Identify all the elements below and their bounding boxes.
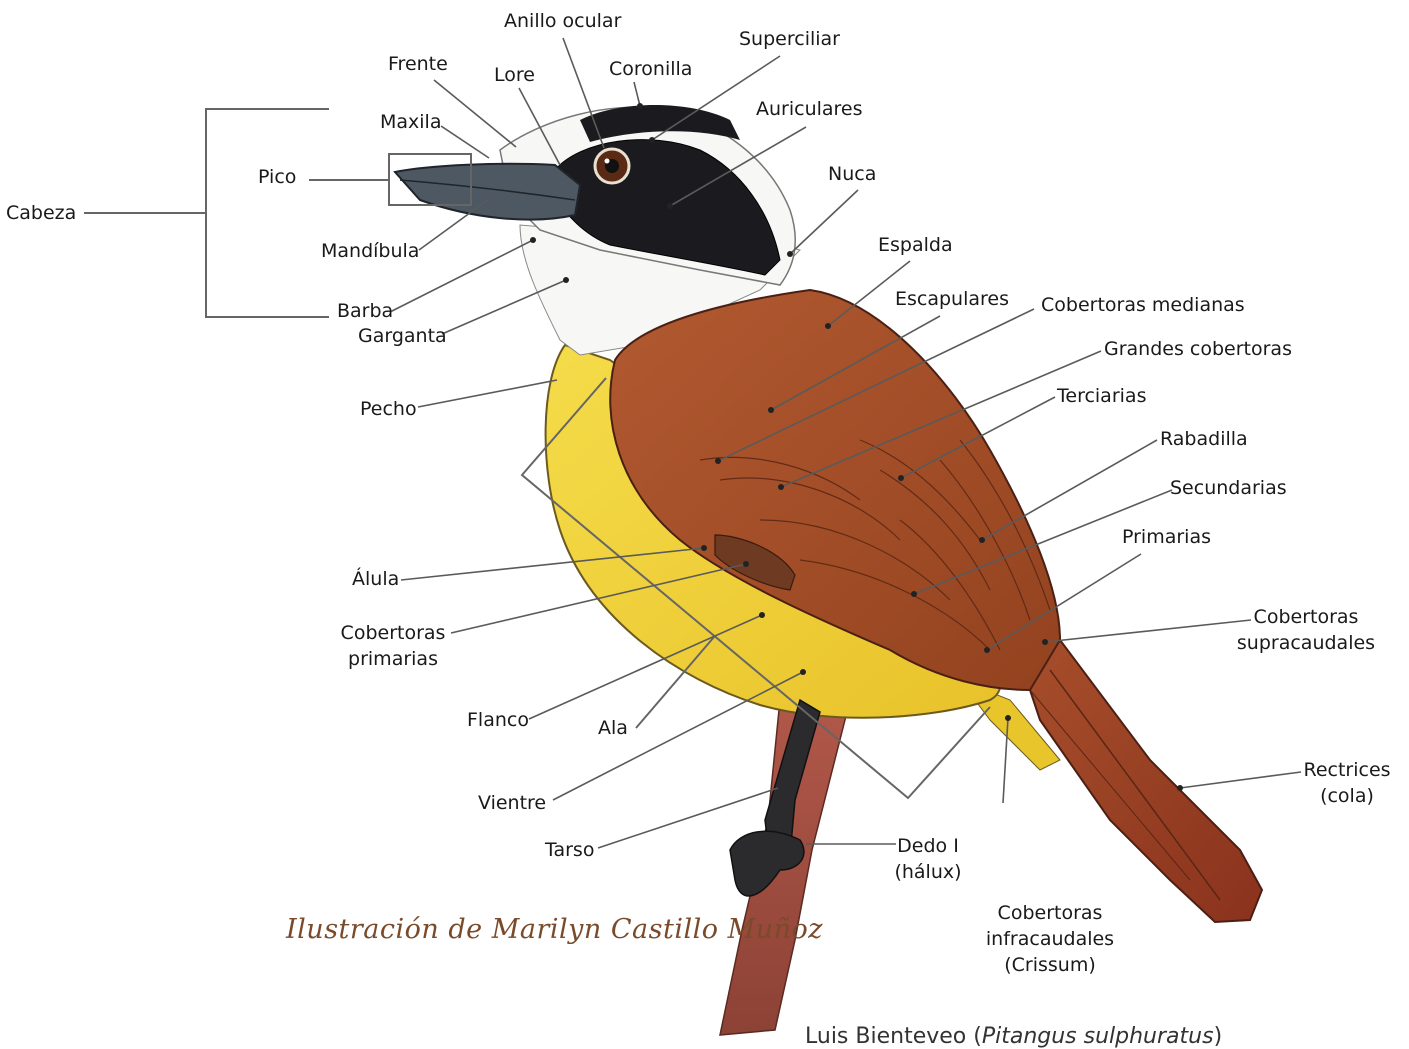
cabeza-bracket bbox=[84, 109, 329, 317]
label-cobertoras-infracaudales-line2: infracaudales bbox=[975, 926, 1125, 952]
label-alula: Álula bbox=[352, 566, 399, 592]
label-cobertoras-supracaudales: Cobertoras supracaudales bbox=[1236, 604, 1376, 656]
species-caption: Luis Bienteveo (Pitangus sulphuratus) bbox=[805, 1024, 1222, 1049]
label-cobertoras-infracaudales: Cobertoras infracaudales (Crissum) bbox=[975, 900, 1125, 978]
label-primarias: Primarias bbox=[1122, 524, 1211, 550]
label-dedo-i-line2: (hálux) bbox=[886, 859, 970, 885]
label-anillo-ocular: Anillo ocular bbox=[504, 8, 621, 34]
label-superciliar: Superciliar bbox=[739, 26, 840, 52]
label-rabadilla: Rabadilla bbox=[1160, 426, 1248, 452]
label-pico: Pico bbox=[258, 164, 296, 190]
label-frente: Frente bbox=[388, 51, 448, 77]
label-barba: Barba bbox=[337, 298, 393, 324]
label-lore: Lore bbox=[494, 62, 535, 88]
label-nuca: Nuca bbox=[828, 161, 876, 187]
label-flanco: Flanco bbox=[467, 707, 529, 733]
label-cobertoras-primarias: Cobertoras primarias bbox=[340, 620, 446, 672]
label-dedo-i-line1: Dedo I bbox=[886, 833, 970, 859]
label-coronilla: Coronilla bbox=[609, 56, 692, 82]
label-tarso: Tarso bbox=[545, 837, 594, 863]
label-auriculares: Auriculares bbox=[756, 96, 863, 122]
label-dedo-i: Dedo I (hálux) bbox=[886, 833, 970, 885]
label-cobertoras-primarias-line1: Cobertoras bbox=[340, 620, 446, 646]
illustration-credit: Ilustración de Marilyn Castillo Muñoz bbox=[286, 914, 823, 945]
tail bbox=[1010, 630, 1262, 922]
label-cabeza: Cabeza bbox=[6, 200, 76, 226]
label-cobertoras-primarias-line2: primarias bbox=[340, 646, 446, 672]
label-cobertoras-medianas: Cobertoras medianas bbox=[1041, 292, 1245, 318]
label-secundarias: Secundarias bbox=[1170, 475, 1287, 501]
label-rectrices: Rectrices (cola) bbox=[1298, 757, 1396, 809]
species-scientific-name: Pitangus sulphuratus bbox=[982, 1024, 1214, 1049]
label-cobertoras-infracaudales-line1: Cobertoras bbox=[975, 900, 1125, 926]
label-ala: Ala bbox=[598, 715, 628, 741]
label-cobertoras-supracaudales-line1: Cobertoras bbox=[1236, 604, 1376, 630]
species-common-name: Luis Bienteveo ( bbox=[805, 1024, 982, 1049]
label-rectrices-line2: (cola) bbox=[1298, 783, 1396, 809]
label-mandibula: Mandíbula bbox=[321, 238, 419, 264]
label-pecho: Pecho bbox=[360, 396, 417, 422]
label-vientre: Vientre bbox=[478, 790, 546, 816]
beak bbox=[395, 164, 580, 220]
label-espalda: Espalda bbox=[878, 232, 953, 258]
species-close: ) bbox=[1214, 1024, 1223, 1049]
label-grandes-cobertoras: Grandes cobertoras bbox=[1104, 336, 1292, 362]
label-terciarias: Terciarias bbox=[1057, 383, 1146, 409]
label-maxila: Maxila bbox=[380, 109, 441, 135]
label-escapulares: Escapulares bbox=[895, 286, 1009, 312]
label-cobertoras-supracaudales-line2: supracaudales bbox=[1236, 630, 1376, 656]
label-rectrices-line1: Rectrices bbox=[1298, 757, 1396, 783]
label-garganta: Garganta bbox=[358, 323, 447, 349]
label-cobertoras-infracaudales-line3: (Crissum) bbox=[975, 952, 1125, 978]
